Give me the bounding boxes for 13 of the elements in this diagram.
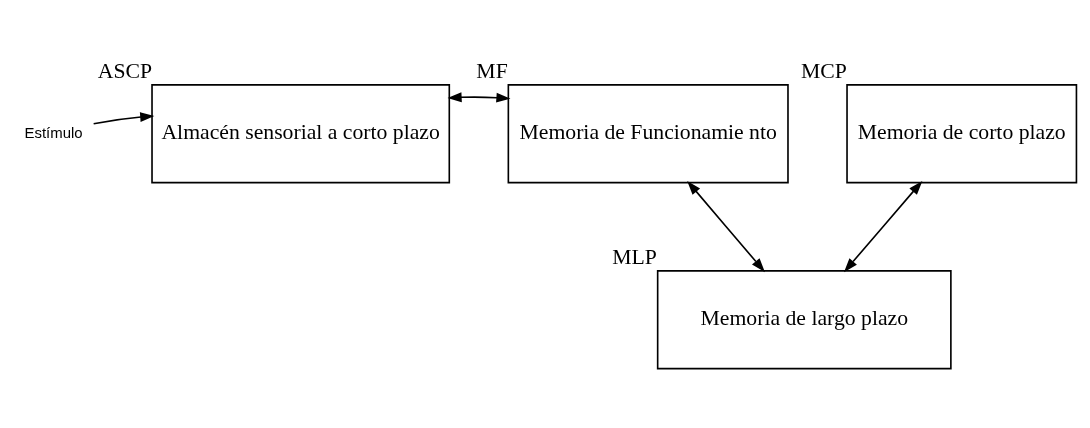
- arrow: [92, 111, 155, 125]
- node-label: ASCP: [97, 58, 153, 83]
- arrow: [687, 180, 765, 272]
- node-box: Memoria de largo plazo: [656, 269, 952, 369]
- node-label: MLP: [612, 244, 657, 269]
- node-box: Almacén sensorial a corto plazo: [151, 83, 451, 183]
- node-text: Estímulo: [24, 123, 83, 141]
- node-label: MCP: [801, 58, 847, 83]
- arrow: [447, 91, 511, 103]
- arrow: [843, 180, 923, 272]
- node-box: Memoria de Funcionamie nto: [507, 83, 789, 183]
- node-label: MF: [476, 58, 508, 83]
- node-box: Memoria de corto plazo: [846, 83, 1078, 183]
